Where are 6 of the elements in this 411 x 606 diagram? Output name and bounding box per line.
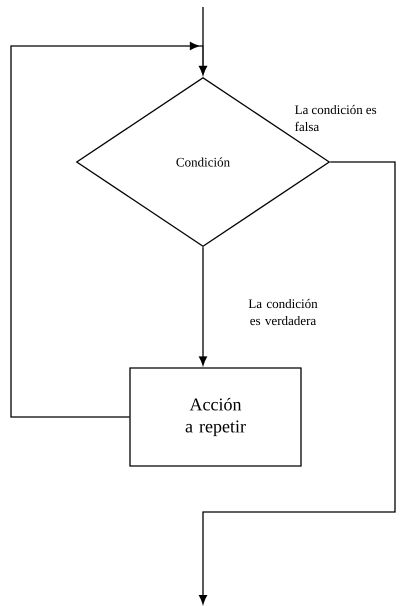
edge-label: La condición es verdadera <box>248 298 318 326</box>
arrow <box>199 247 207 366</box>
edge-label: La condición es falsa <box>295 104 376 132</box>
arrow <box>199 161 396 604</box>
process-box: Acción a repetir <box>129 367 302 467</box>
arrow <box>10 42 207 418</box>
